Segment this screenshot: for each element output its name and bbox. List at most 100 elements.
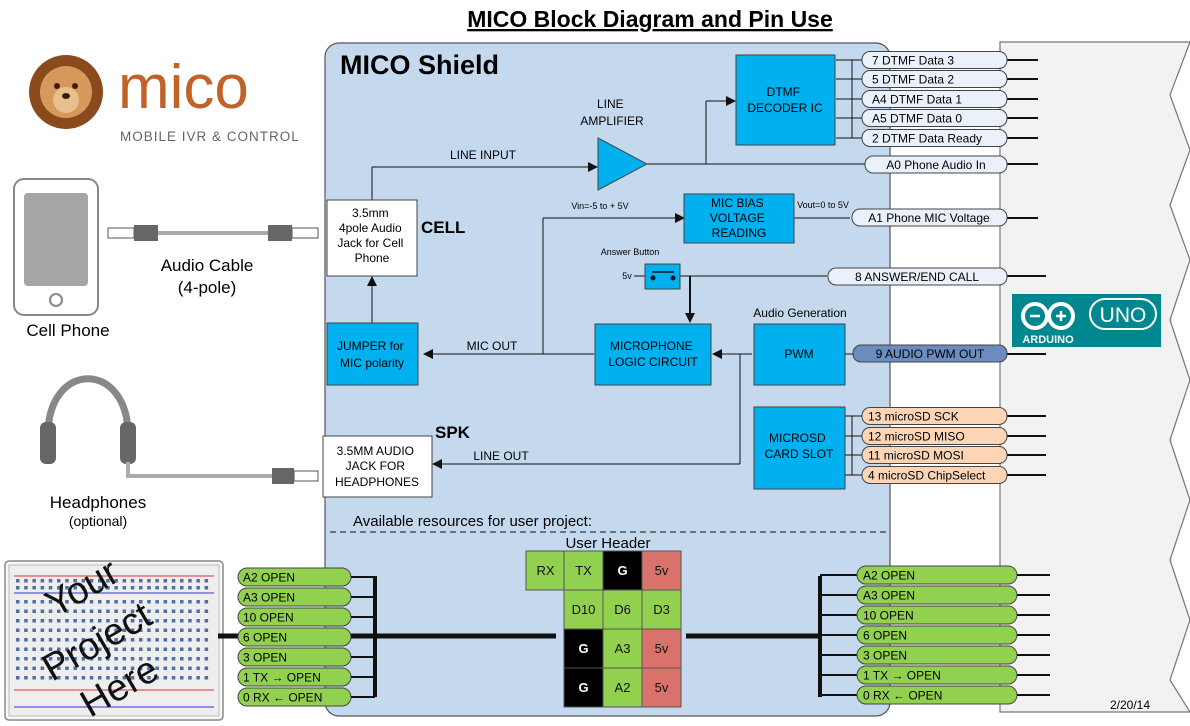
header-pin: D6	[602, 589, 643, 630]
logo-word: mico	[118, 53, 249, 122]
mic-logic-block	[594, 323, 712, 386]
microsd-block	[753, 406, 846, 490]
open-pin-left: 1 TX → OPEN	[237, 667, 375, 687]
lion-icon	[29, 55, 103, 129]
vout-label: Vout=0 to 5V	[797, 200, 849, 210]
svg-text:RX: RX	[536, 563, 554, 578]
date-label: 2/20/14	[1110, 698, 1150, 712]
audio-cable-sublabel: (4-pole)	[178, 278, 237, 297]
dtmf-pin: A4 DTMF Data 1	[861, 90, 1008, 108]
pin-a0: A0 Phone Audio In	[864, 155, 1008, 174]
audio-generation-label: Audio Generation	[753, 306, 846, 320]
open-pin-right: 6 OPEN	[820, 625, 1050, 645]
microsd-pin: 12 microSD MISO	[861, 427, 1008, 445]
arduino-board	[999, 41, 1190, 713]
svg-text:G: G	[578, 680, 588, 695]
mic-logic-label: MICROPHONE LOGIC CIRCUIT	[608, 339, 698, 369]
spk-label: SPK	[435, 423, 471, 442]
svg-text:A1 Phone MIC Voltage: A1 Phone MIC Voltage	[868, 211, 990, 225]
dtmf-pin: 7 DTMF Data 3	[861, 51, 1008, 69]
svg-text:5 DTMF Data 2: 5 DTMF Data 2	[872, 73, 954, 87]
arduino-uno-badge: ARDUINO UNO	[1012, 294, 1161, 347]
open-pin-right: A2 OPEN	[820, 565, 1050, 585]
cell-label: CELL	[421, 218, 465, 237]
svg-text:TX: TX	[575, 563, 592, 578]
headphones-optional: (optional)	[69, 513, 127, 529]
pwm-block	[753, 323, 846, 386]
mic-out-label: MIC OUT	[467, 339, 518, 353]
svg-text:5v: 5v	[655, 641, 669, 656]
svg-text:4 microSD ChipSelect: 4 microSD ChipSelect	[868, 469, 986, 483]
svg-text:2 DTMF Data Ready: 2 DTMF Data Ready	[872, 132, 982, 146]
breadboard-holes	[16, 579, 209, 680]
header-pin: TX	[563, 550, 604, 591]
user-header-title: User Header	[565, 535, 650, 552]
open-pin-right: 3 OPEN	[820, 645, 1050, 665]
mic-bias-block	[683, 193, 795, 244]
svg-text:D3: D3	[653, 602, 670, 617]
pin-a1: A1 Phone MIC Voltage	[851, 208, 1008, 227]
open-pin-left: A2 OPEN	[237, 567, 375, 587]
microsd-pin: 13 microSD SCK	[861, 407, 1008, 425]
logo-tagline: MOBILE IVR & CONTROL	[120, 129, 300, 144]
dtmf-pin: A5 DTMF Data 0	[861, 109, 1008, 127]
svg-text:10 OPEN: 10 OPEN	[243, 611, 294, 625]
line-amplifier-label: LINE AMPLIFIER	[580, 97, 644, 128]
svg-text:0 RX ← OPEN: 0 RX ← OPEN	[863, 689, 942, 703]
header-pin: G	[602, 550, 643, 591]
svg-text:A0 Phone Audio In: A0 Phone Audio In	[886, 158, 985, 172]
svg-text:A3 OPEN: A3 OPEN	[243, 591, 295, 605]
dtmf-decoder-block	[735, 54, 836, 146]
svg-text:A2 OPEN: A2 OPEN	[863, 569, 915, 583]
header-pin: A3	[602, 628, 643, 669]
jumper-block	[326, 322, 419, 386]
microsd-pin: 4 microSD ChipSelect	[861, 466, 1008, 484]
svg-text:13 microSD SCK: 13 microSD SCK	[868, 410, 959, 424]
svg-text:D10: D10	[572, 602, 596, 617]
answer-button-label: Answer Button	[601, 247, 660, 257]
open-pin-left: 0 RX ← OPEN	[237, 687, 375, 707]
open-pin-right: 1 TX → OPEN	[820, 665, 1050, 685]
header-pin: G	[563, 628, 604, 669]
line-amplifier-triangle	[597, 137, 649, 191]
svg-text:5v: 5v	[655, 563, 669, 578]
header-pin: 5v	[641, 550, 682, 591]
dtmf-pins: 7 DTMF Data 3 5 DTMF Data 2 A4 DTMF Data 1…	[861, 51, 1008, 147]
signal-wires	[367, 59, 865, 476]
cell-phone-icon	[13, 178, 99, 316]
arduino-brand: ARDUINO	[1022, 334, 1074, 346]
audio-cable-label: Audio Cable	[161, 256, 254, 275]
mic-bias-label: MIC BIAS VOLTAGE READING	[710, 196, 768, 240]
svg-text:D6: D6	[614, 602, 631, 617]
arduino-model: UNO	[1100, 304, 1147, 327]
header-pin: RX	[525, 550, 566, 591]
mico-logo: mico MOBILE IVR & CONTROL	[29, 53, 300, 144]
svg-text:7 DTMF Data 3: 7 DTMF Data 3	[872, 54, 954, 68]
jumper-label: JUMPER for MIC polarity	[337, 339, 407, 370]
svg-text:6 OPEN: 6 OPEN	[863, 629, 907, 643]
svg-text:3 OPEN: 3 OPEN	[243, 651, 287, 665]
svg-text:A4 DTMF Data 1: A4 DTMF Data 1	[872, 93, 962, 107]
shield-title: MICO Shield	[340, 50, 499, 80]
dtmf-pin: 5 DTMF Data 2	[861, 70, 1008, 88]
line-out-label: LINE OUT	[473, 449, 529, 463]
pin-stubs	[1007, 59, 1046, 476]
headphones-label: Headphones	[50, 493, 146, 512]
headphone-jack-label: 3.5MM AUDIO JACK FOR HEADPHONES	[335, 444, 419, 489]
open-pin-right: A3 OPEN	[820, 585, 1050, 605]
headphones-icon	[40, 375, 319, 484]
diagram-title: MICO Block Diagram and Pin Use	[467, 6, 833, 32]
breadboard	[4, 560, 224, 721]
open-pin-left: 10 OPEN	[237, 607, 375, 627]
svg-text:A3 OPEN: A3 OPEN	[863, 589, 915, 603]
vin-label: Vin=-5 to + 5V	[571, 201, 628, 211]
svg-text:1 TX → OPEN: 1 TX → OPEN	[243, 671, 321, 685]
dtmf-decoder-label: DTMF DECODER IC	[747, 85, 823, 115]
microsd-pin: 11 microSD MOSI	[861, 446, 1008, 464]
open-pin-left: 6 OPEN	[237, 627, 375, 647]
resources-label: Available resources for user project:	[353, 513, 592, 530]
cell-jack-label: 3.5mm 4pole Audio Jack for Cell Phone	[337, 206, 406, 265]
